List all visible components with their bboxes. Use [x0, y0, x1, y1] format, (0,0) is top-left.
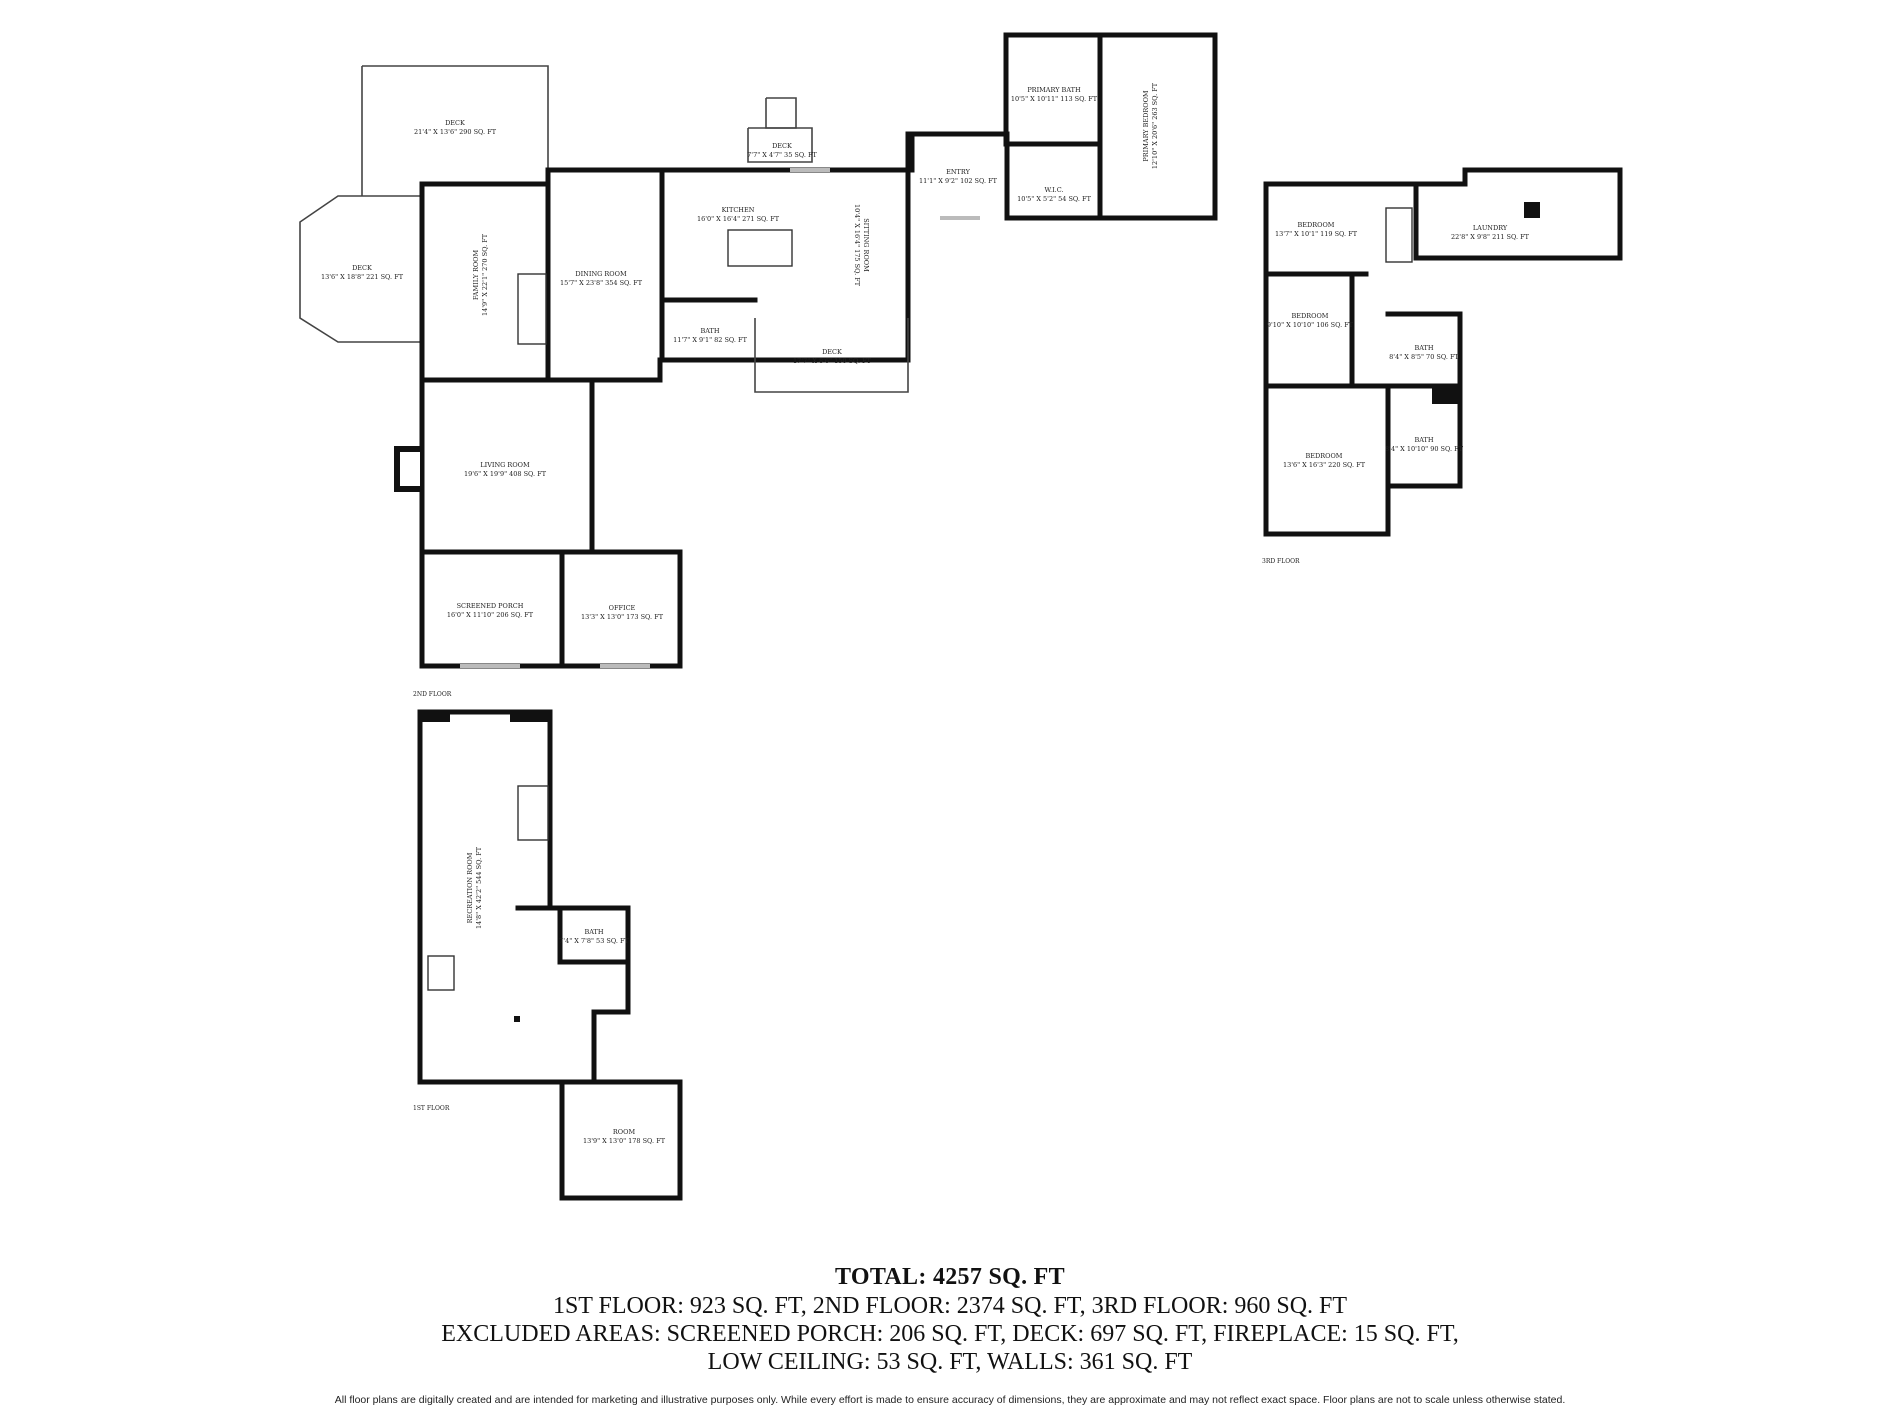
family-room-name: FAMILY ROOM: [472, 249, 480, 300]
first-floor-labels: RECREATION ROOM 14'8" X 42'2" 544 SQ. FT…: [413, 846, 666, 1145]
kitchen-island: [727, 229, 793, 267]
stair-1st: [517, 785, 549, 841]
deck-small-dims: 7'7" X 4'7" 35 SQ. FT: [747, 151, 817, 159]
deck-small-top: [765, 97, 797, 129]
family-room-dims: 14'9" X 22'1" 270 SQ. FT: [481, 233, 489, 316]
laundry-dims: 22'8" X 9'8" 211 SQ. FT: [1451, 233, 1530, 241]
room-1st-name: ROOM: [613, 1128, 636, 1136]
primary-bath-dims: 10'5" X 10'11" 113 SQ. FT: [1011, 95, 1098, 103]
bedroom-c-name: BEDROOM: [1306, 452, 1343, 460]
sitting-room-name: SITTING ROOM: [862, 218, 870, 272]
first-floor-label: 1ST FLOOR: [413, 1105, 450, 1112]
deck-top-dims: 21'4" X 13'6" 290 SQ. FT: [414, 128, 497, 136]
third-floor-labels: BEDROOM 13'7" X 10'1" 119 SQ. FT LAUNDRY…: [1262, 221, 1530, 565]
dining-room-dims: 15'7" X 23'8" 354 SQ. FT: [560, 279, 643, 287]
primary-bath-name: PRIMARY BATH: [1027, 86, 1081, 94]
disclaimer: All floor plans are digitally created an…: [334, 1394, 1566, 1406]
bedroom-a-dims: 13'7" X 10'1" 119 SQ. FT: [1275, 230, 1358, 238]
excluded-areas-line: EXCLUDED AREAS: SCREENED PORCH: 206 SQ. …: [441, 1321, 1459, 1347]
excluded-areas-line-2: LOW CEILING: 53 SQ. FT, WALLS: 361 SQ. F…: [707, 1349, 1193, 1375]
primary-bedroom-dims: 12'10" X 20'6" 263 SQ. FT: [1151, 82, 1159, 169]
total-area: TOTAL: 4257 SQ. FT: [835, 1264, 1065, 1290]
stair-2nd: [517, 273, 547, 345]
laundry-chimney: [1524, 202, 1540, 218]
third-outer-wall: [1263, 167, 1623, 261]
screened-porch-dims: 16'0" X 11'10" 206 SQ. FT: [447, 611, 534, 619]
first-floor: [417, 709, 683, 1201]
second-floor: [299, 32, 1218, 669]
bath-3rd-a-name: BATH: [1414, 344, 1433, 352]
dining-room-name: DINING ROOM: [575, 270, 627, 278]
column-1st: [514, 1016, 520, 1022]
second-floor-labels: DECK 21'4" X 13'6" 290 SQ. FT DECK 13'6"…: [321, 82, 1159, 698]
bath-3rd-block: [1432, 388, 1460, 404]
room-1st-dims: 13'9" X 13'0" 178 SQ. FT: [583, 1137, 666, 1145]
living-room-name: LIVING ROOM: [480, 461, 530, 469]
bedroom-b-dims: 9'10" X 10'10" 106 SQ. FT: [1267, 321, 1354, 329]
kitchen-name: KITCHEN: [722, 206, 755, 214]
main-wall-outline: [419, 32, 1218, 221]
screened-porch-name: SCREENED PORCH: [457, 602, 524, 610]
bath-1st-dims: 7'4" X 7'8" 53 SQ. FT: [559, 937, 629, 945]
sitting-room-dims: 10'4" X 16'4" 175 SQ. FT: [853, 204, 861, 287]
second-floor-label: 2ND FLOOR: [413, 691, 452, 698]
bath-2nd-name: BATH: [700, 327, 719, 335]
bedroom-b-name: BEDROOM: [1292, 312, 1329, 320]
office-name: OFFICE: [609, 604, 636, 612]
fireplace-hearth: [400, 452, 420, 486]
wall-block-right: [510, 712, 550, 722]
fireplace-1st: [427, 955, 455, 991]
deck-octagon-name: DECK: [352, 264, 372, 272]
living-room-dims: 19'6" X 19'9" 408 SQ. FT: [464, 470, 547, 478]
deck-right-name: DECK: [822, 348, 842, 356]
floor-areas-line: 1ST FLOOR: 923 SQ. FT, 2ND FLOOR: 2374 S…: [552, 1293, 1348, 1319]
office-dims: 13'3" X 13'0" 173 SQ. FT: [581, 613, 664, 621]
bedroom-c-dims: 13'6" X 16'3" 220 SQ. FT: [1283, 461, 1366, 469]
kitchen-dims: 16'0" X 16'4" 271 SQ. FT: [697, 215, 780, 223]
deck-right-outline: [754, 318, 909, 393]
bath-3rd-b-dims: 8'4" X 10'10" 90 SQ. FT: [1385, 445, 1464, 453]
stair-3rd: [1385, 207, 1413, 263]
deck-top-name: DECK: [445, 119, 465, 127]
recreation-room-dims: 14'8" X 42'2" 544 SQ. FT: [475, 846, 483, 929]
bath-3rd-a-dims: 8'4" X 8'5" 70 SQ. FT: [1389, 353, 1459, 361]
wall-block-left: [420, 712, 450, 722]
bath-1st-name: BATH: [584, 928, 603, 936]
deck-top-outline: [362, 65, 549, 170]
deck-octagon-dims: 13'6" X 18'8" 221 SQ. FT: [321, 273, 404, 281]
living-wall: [419, 377, 595, 555]
recreation-wall: [417, 709, 631, 1085]
deck-right-dims: 17'7" X 8'6" 150 SQ. FT: [793, 357, 872, 365]
primary-bedroom-name: PRIMARY BEDROOM: [1142, 90, 1150, 162]
bath-1st-wall: [557, 905, 631, 965]
porch-wall: [419, 549, 683, 669]
deck-small-name: DECK: [772, 142, 792, 150]
bath-3rd-b-name: BATH: [1414, 436, 1433, 444]
wic-name: W.I.C.: [1044, 186, 1063, 194]
bath-2nd-dims: 11'7" X 9'1" 82 SQ. FT: [673, 336, 747, 344]
bedroom-a-name: BEDROOM: [1298, 221, 1335, 229]
laundry-name: LAUNDRY: [1473, 224, 1508, 232]
entry-dims: 11'1" X 9'2" 102 SQ. FT: [919, 177, 998, 185]
third-floor: [1263, 167, 1623, 537]
entry-name: ENTRY: [946, 168, 970, 176]
wic-dims: 10'5" X 5'2" 54 SQ. FT: [1017, 195, 1091, 203]
room-1st-wall: [559, 1079, 683, 1201]
third-floor-label: 3RD FLOOR: [1262, 558, 1300, 565]
recreation-room-name: RECREATION ROOM: [466, 852, 474, 923]
